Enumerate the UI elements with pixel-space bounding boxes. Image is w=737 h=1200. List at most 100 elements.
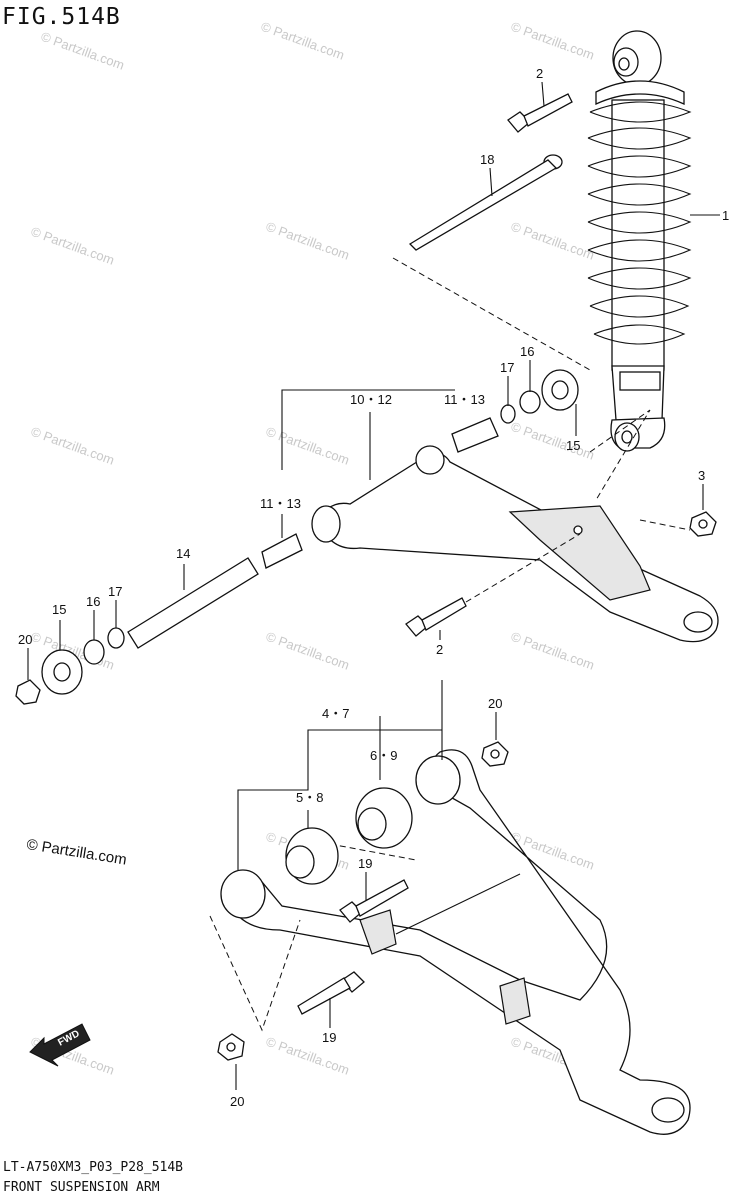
nut-20-lower-arm[interactable] bbox=[481, 712, 509, 767]
nut-hole bbox=[698, 519, 708, 529]
nut-hole bbox=[226, 1042, 236, 1052]
bolt-19-upper[interactable] bbox=[339, 872, 409, 923]
shock-top-hole bbox=[618, 57, 630, 71]
watermark: © Partzilla.com bbox=[259, 19, 346, 63]
nut-20 bbox=[15, 679, 41, 705]
arm-frame bbox=[317, 452, 719, 643]
callout-label: 16 bbox=[520, 344, 534, 359]
assembly-line bbox=[589, 409, 651, 501]
washer-16 bbox=[519, 390, 541, 414]
lower-suspension-arm[interactable] bbox=[209, 680, 691, 1135]
coil-spring bbox=[587, 101, 692, 345]
cross-brace bbox=[395, 873, 521, 935]
assembly-line bbox=[465, 533, 581, 603]
bolt-2-top[interactable] bbox=[507, 81, 573, 133]
callout-label: 20 bbox=[488, 696, 502, 711]
shock-collar bbox=[619, 371, 661, 391]
watermark: © Partzilla.com bbox=[264, 1034, 351, 1078]
watermark: © Partzilla.com bbox=[509, 629, 596, 673]
pivot-front bbox=[311, 505, 341, 543]
upper-bushings-right[interactable] bbox=[451, 360, 579, 453]
callout-label: 18 bbox=[480, 152, 494, 167]
watermark: © Partzilla.com bbox=[264, 424, 351, 468]
figure-code: LT-A750XM3_P03_P28_514B bbox=[3, 1160, 184, 1175]
collar-11-13-left bbox=[261, 533, 303, 569]
bolt-18[interactable] bbox=[392, 154, 591, 371]
callout-label: 15 bbox=[566, 438, 580, 453]
watermark: © Partzilla.com bbox=[29, 224, 116, 268]
watermark: © Partzilla.com bbox=[264, 219, 351, 263]
assembly-line bbox=[329, 843, 417, 861]
ring-17 bbox=[500, 404, 516, 424]
upper-bushings-left[interactable] bbox=[15, 514, 303, 705]
callout-bracket bbox=[281, 389, 455, 470]
callout-label: 11・13 bbox=[260, 496, 301, 511]
bolt-2-mid[interactable] bbox=[405, 533, 581, 640]
arm-frame bbox=[227, 749, 691, 1135]
callout-label: 15 bbox=[52, 602, 66, 617]
bolt-19-lower[interactable] bbox=[297, 971, 365, 1028]
watermark: © Partzilla.com bbox=[509, 219, 596, 263]
callout-label: 14 bbox=[176, 546, 190, 561]
pivot-rear bbox=[415, 445, 445, 475]
ball-joint-eye bbox=[683, 611, 713, 633]
callout-label: 19 bbox=[358, 856, 372, 871]
bushing-15-hole bbox=[551, 380, 569, 400]
watermark: © Partzilla.com bbox=[509, 419, 596, 463]
callout-labels: 1 2 2 3 18 16 17 15 10・12 11・13 11・13 14… bbox=[18, 66, 729, 1109]
callout-label: 5・8 bbox=[296, 790, 323, 805]
leader-line bbox=[541, 81, 545, 107]
stabilizer-bracket bbox=[499, 977, 531, 1025]
callout-label: 1 bbox=[722, 208, 729, 223]
nut-20-bottom[interactable] bbox=[217, 1033, 245, 1090]
callout-label: 16 bbox=[86, 594, 100, 609]
callout-label: 2 bbox=[536, 66, 543, 81]
ring-17 bbox=[107, 627, 125, 649]
ball-joint-eye bbox=[651, 1097, 685, 1123]
watermark: © Partzilla.com bbox=[29, 424, 116, 468]
watermark: © Partzilla.com bbox=[264, 629, 351, 673]
callout-label: 11・13 bbox=[444, 392, 485, 407]
shock-body bbox=[611, 99, 665, 371]
leader-line bbox=[489, 167, 493, 197]
bolt-shank bbox=[297, 977, 351, 1015]
callout-label: 17 bbox=[500, 360, 514, 375]
nut-3[interactable] bbox=[689, 484, 717, 537]
upper-suspension-arm[interactable] bbox=[281, 389, 719, 643]
washer-16 bbox=[83, 639, 105, 665]
assembly-line bbox=[392, 257, 591, 371]
figure-name: FRONT SUSPENSION ARM bbox=[3, 1180, 160, 1195]
callout-label: 10・12 bbox=[350, 392, 392, 407]
bolt-shank bbox=[355, 879, 409, 917]
pivot-front bbox=[220, 869, 266, 919]
watermark: © Partzilla.com bbox=[39, 29, 126, 73]
nut-hole bbox=[490, 749, 500, 759]
callout-label: 20 bbox=[18, 632, 32, 647]
bolt-shank bbox=[408, 159, 558, 251]
assembly-line bbox=[209, 915, 301, 1032]
callout-label: 2 bbox=[436, 642, 443, 657]
bushing-5-8-inner bbox=[285, 845, 315, 879]
bushing-6-9-inner bbox=[357, 807, 387, 841]
callout-label: 6・9 bbox=[370, 748, 397, 763]
figure-title: FIG.514B bbox=[2, 4, 121, 30]
shock-bottom-hole bbox=[621, 430, 633, 444]
lower-bushings[interactable] bbox=[285, 787, 413, 885]
callout-bracket bbox=[237, 680, 443, 870]
shock-bracket bbox=[508, 505, 651, 601]
callout-label: 20 bbox=[230, 1094, 244, 1109]
callout-label: 4・7 bbox=[322, 706, 349, 721]
shock-mount-bracket bbox=[359, 909, 397, 955]
pivot-rear bbox=[415, 755, 461, 805]
callout-label: 3 bbox=[698, 468, 705, 483]
watermark: © Partzilla.com bbox=[509, 19, 596, 63]
callout-label: 17 bbox=[108, 584, 122, 599]
shock-absorber[interactable] bbox=[587, 30, 720, 452]
shock-top-cap bbox=[595, 80, 685, 106]
mount-hole bbox=[573, 525, 583, 535]
bushing-15-hole bbox=[53, 662, 71, 682]
callout-label: 19 bbox=[322, 1030, 336, 1045]
bolt-shank bbox=[523, 93, 573, 127]
